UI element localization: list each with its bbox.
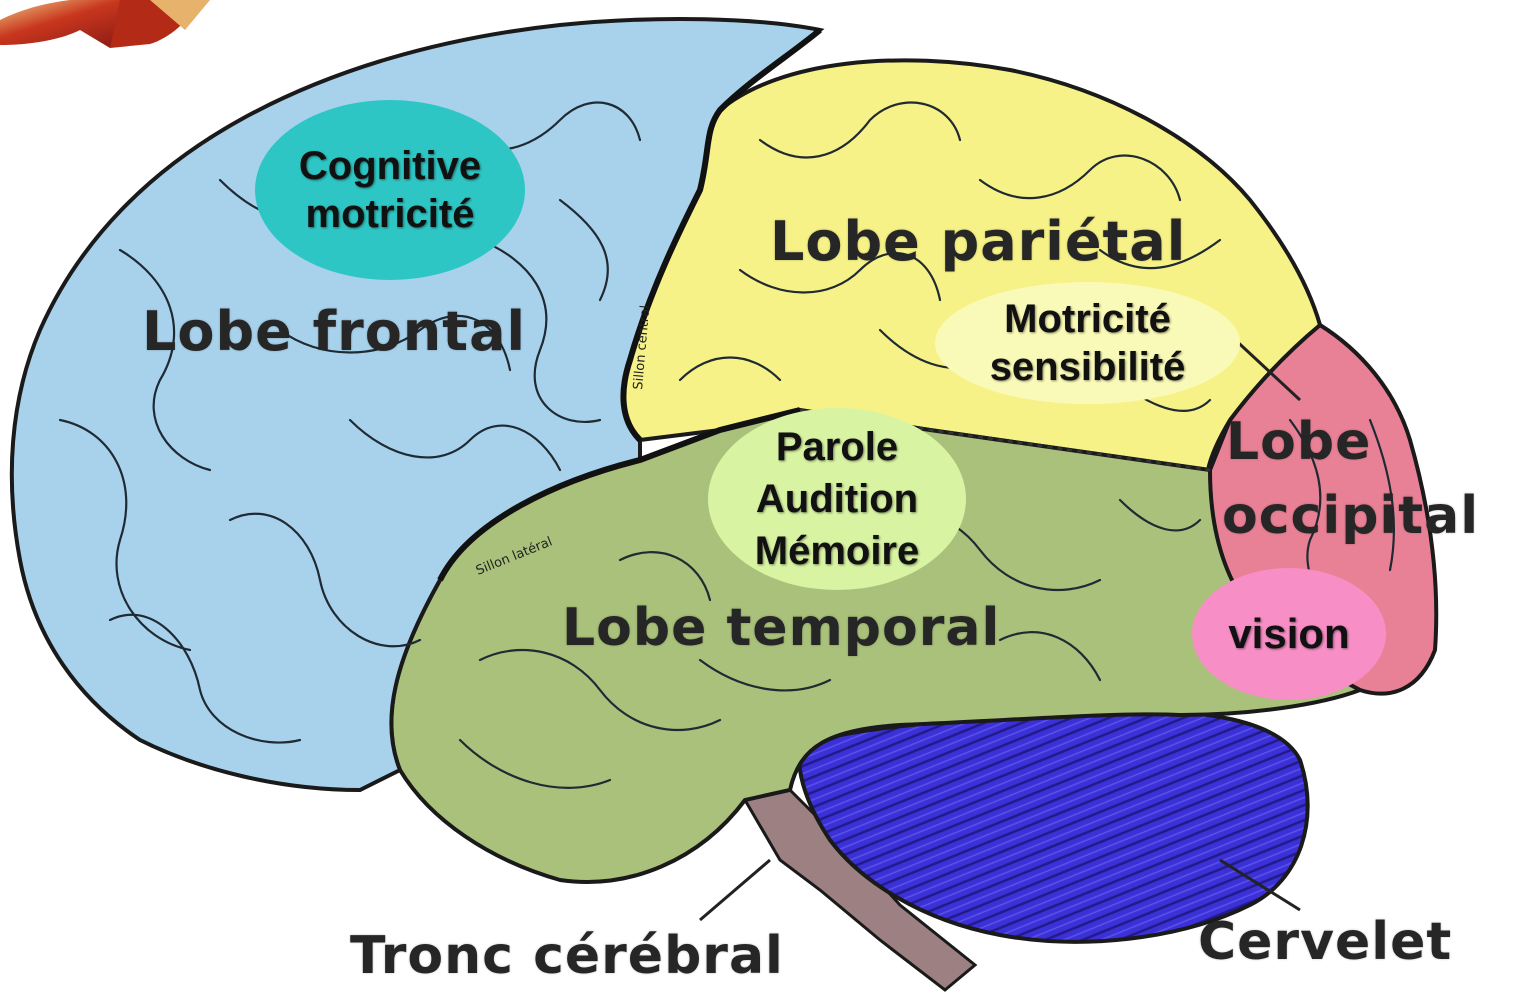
frontal-function-line2: motricité xyxy=(299,190,481,238)
frontal-lobe-label: Lobe frontal xyxy=(142,300,526,363)
frontal-function-bubble: Cognitive motricité xyxy=(255,100,525,280)
temporal-function-bubble: Parole Audition Mémoire xyxy=(708,408,966,590)
temporal-lobe-label: Lobe temporal xyxy=(562,598,1000,658)
brainstem-label: Tronc cérébral xyxy=(350,926,784,986)
parietal-function-line1: Motricité xyxy=(990,295,1186,343)
occipital-lobe-label-line1: Lobe xyxy=(1226,412,1371,472)
occipital-function-line1: vision xyxy=(1228,609,1349,659)
occipital-lobe-label-line2: occipital xyxy=(1222,486,1479,546)
cerebellum-label: Cervelet xyxy=(1198,912,1452,972)
frontal-function-line1: Cognitive xyxy=(299,142,481,190)
temporal-function-line1: Parole xyxy=(755,421,920,473)
brainstem-leader-line xyxy=(700,860,770,920)
parietal-function-bubble: Motricité sensibilité xyxy=(935,282,1240,404)
temporal-function-line3: Mémoire xyxy=(755,525,920,577)
parietal-lobe-label: Lobe pariétal xyxy=(770,210,1186,273)
temporal-function-line2: Audition xyxy=(755,473,920,525)
occipital-function-bubble: vision xyxy=(1192,568,1386,700)
ribbon-decoration xyxy=(0,0,210,48)
parietal-function-line2: sensibilité xyxy=(990,343,1186,391)
